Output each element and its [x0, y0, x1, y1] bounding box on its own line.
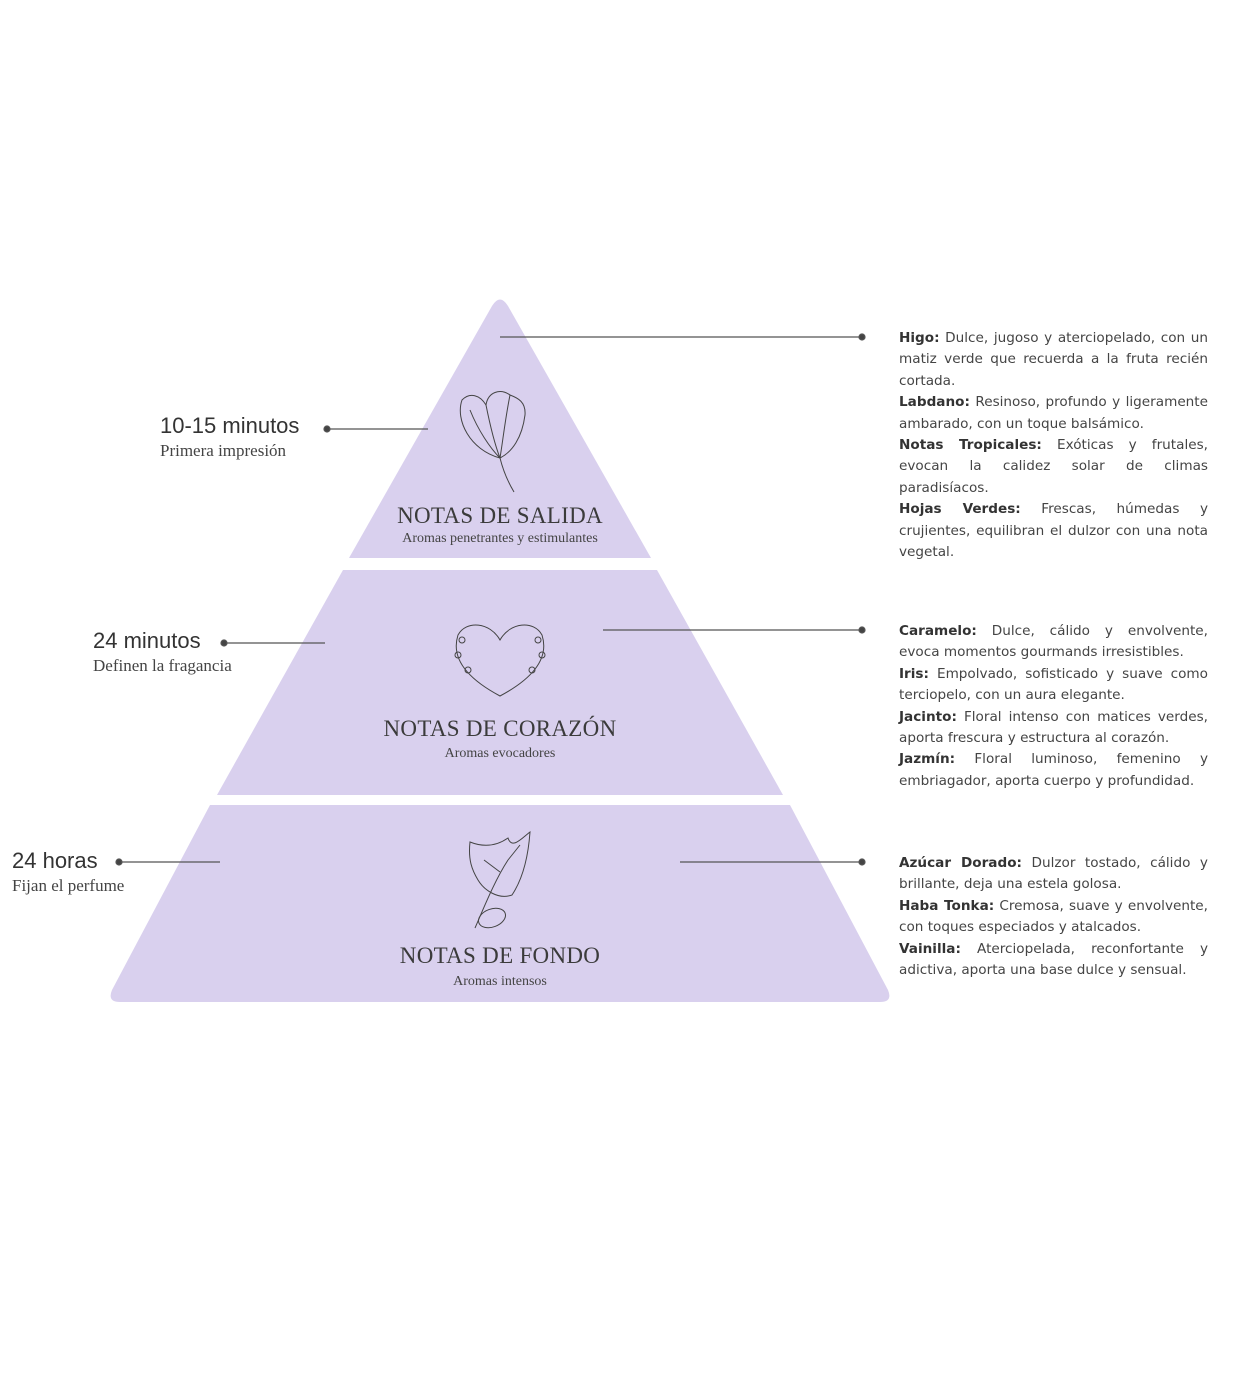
tier-title-middle: NOTAS DE CORAZÓN	[383, 716, 617, 741]
tier-subtitle-middle: Aromas evocadores	[444, 746, 556, 761]
note-item: Hojas Verdes: Frescas, húmedas y crujien…	[899, 499, 1208, 563]
note-name: Jazmín:	[899, 751, 956, 768]
tier-middle-shape	[217, 570, 783, 795]
tier-top-shape	[349, 299, 651, 558]
note-item: Notas Tropicales: Exóticas y frutales, e…	[899, 435, 1208, 499]
duration-desc-top: Primera impresión	[160, 441, 287, 460]
note-text: Empolvado, sofisticado y suave como terc…	[899, 665, 1208, 704]
duration-desc-bottom: Fijan el perfume	[12, 876, 125, 895]
duration-desc-middle: Definen la fragancia	[93, 656, 232, 675]
notes-bottom: Azúcar Dorado: Dulzor tostado, cálido y …	[899, 853, 1208, 981]
note-item: Haba Tonka: Cremosa, suave y envolvente,…	[899, 896, 1208, 939]
duration-bottom: 24 horas	[12, 848, 98, 873]
note-item: Azúcar Dorado: Dulzor tostado, cálido y …	[899, 853, 1208, 896]
note-item: Caramelo: Dulce, cálido y envolvente, ev…	[899, 621, 1208, 664]
duration-top: 10-15 minutos	[160, 413, 300, 438]
note-item: Jacinto: Floral intenso con matices verd…	[899, 707, 1208, 750]
note-item: Iris: Empolvado, sofisticado y suave com…	[899, 664, 1208, 707]
note-item: Higo: Dulce, jugoso y aterciopelado, con…	[899, 328, 1208, 392]
tier-bottom-shape	[110, 805, 890, 1002]
note-name: Notas Tropicales:	[899, 437, 1042, 454]
notes-middle: Caramelo: Dulce, cálido y envolvente, ev…	[899, 621, 1208, 792]
note-item: Vainilla: Aterciopelada, reconfortante y…	[899, 939, 1208, 982]
notes-top: Higo: Dulce, jugoso y aterciopelado, con…	[899, 328, 1208, 563]
note-text: Frescas, húmedas y crujientes, equilibra…	[899, 501, 1208, 561]
tier-title-top: NOTAS DE SALIDA	[397, 503, 603, 528]
note-name: Haba Tonka:	[899, 897, 995, 914]
note-name: Caramelo:	[899, 623, 977, 639]
note-text: Floral luminoso, femenino y embriagador,…	[899, 751, 1208, 789]
note-text: Aterciopelada, reconfortante y adictiva,…	[899, 940, 1208, 979]
tier-subtitle-bottom: Aromas intensos	[453, 974, 547, 989]
duration-middle: 24 minutos	[93, 628, 201, 653]
note-text: Dulce, jugoso y aterciopelado, con un ma…	[899, 330, 1208, 389]
note-item: Labdano: Resinoso, profundo y ligerament…	[899, 392, 1208, 435]
note-text: Exóticas y frutales, evocan la calidez s…	[899, 437, 1209, 496]
note-text: Dulzor tostado, cálido y brillante, deja…	[899, 855, 1208, 893]
leaf-seed-icon	[469, 830, 531, 929]
note-name: Azúcar Dorado:	[899, 855, 1022, 871]
floral-heart-icon	[454, 624, 546, 697]
tier-title-bottom: NOTAS DE FONDO	[399, 943, 601, 968]
note-name: Iris:	[899, 665, 929, 682]
note-text: Cremosa, suave y envolvente, con toques …	[899, 897, 1208, 936]
note-name: Hojas Verdes:	[899, 501, 1021, 518]
note-name: Labdano:	[899, 394, 970, 411]
note-text: Dulce, cálido y envolvente, evoca moment…	[899, 623, 1208, 661]
note-name: Jacinto:	[899, 708, 957, 725]
tier-subtitle-top: Aromas penetrantes y estimulantes	[402, 531, 598, 546]
note-item: Jazmín: Floral luminoso, femenino y embr…	[899, 749, 1208, 792]
note-text: Floral intenso con matices verdes, aport…	[899, 708, 1208, 747]
note-name: Vainilla:	[899, 940, 961, 957]
flower-icon	[459, 391, 526, 493]
note-name: Higo:	[899, 330, 940, 346]
note-text: Resinoso, profundo y ligeramente ambarad…	[899, 394, 1208, 432]
